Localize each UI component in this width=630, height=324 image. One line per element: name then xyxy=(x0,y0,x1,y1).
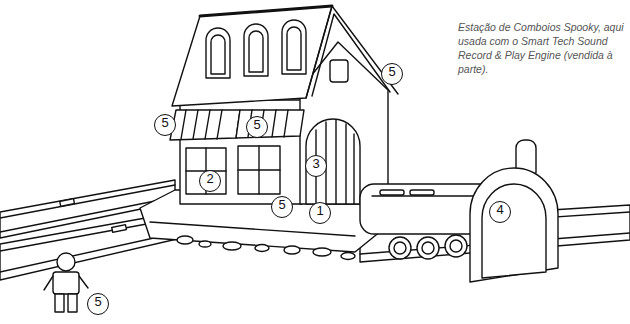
platform-edge xyxy=(150,222,355,236)
callout-number: 5 xyxy=(154,114,176,136)
gable-roof-edge xyxy=(306,6,398,98)
callout-number: 4 xyxy=(489,201,511,223)
callout-number: 1 xyxy=(309,202,331,224)
dormers xyxy=(206,20,306,78)
callout-number: 5 xyxy=(381,63,403,85)
awnings xyxy=(170,110,304,140)
gable-trim xyxy=(312,14,390,96)
callout-number: 5 xyxy=(271,196,293,218)
callout-number: 3 xyxy=(305,155,327,177)
toy-figure xyxy=(44,253,88,312)
rocks xyxy=(177,236,355,260)
callout-number: 2 xyxy=(199,170,221,192)
station-door xyxy=(306,119,360,204)
caption-text: Estação de Comboios Spooky, aqui usada c… xyxy=(458,20,628,76)
roof-ridge xyxy=(200,6,332,16)
tunnel xyxy=(470,140,558,282)
callout-number: 5 xyxy=(246,116,268,138)
callout-number: 5 xyxy=(87,293,109,315)
